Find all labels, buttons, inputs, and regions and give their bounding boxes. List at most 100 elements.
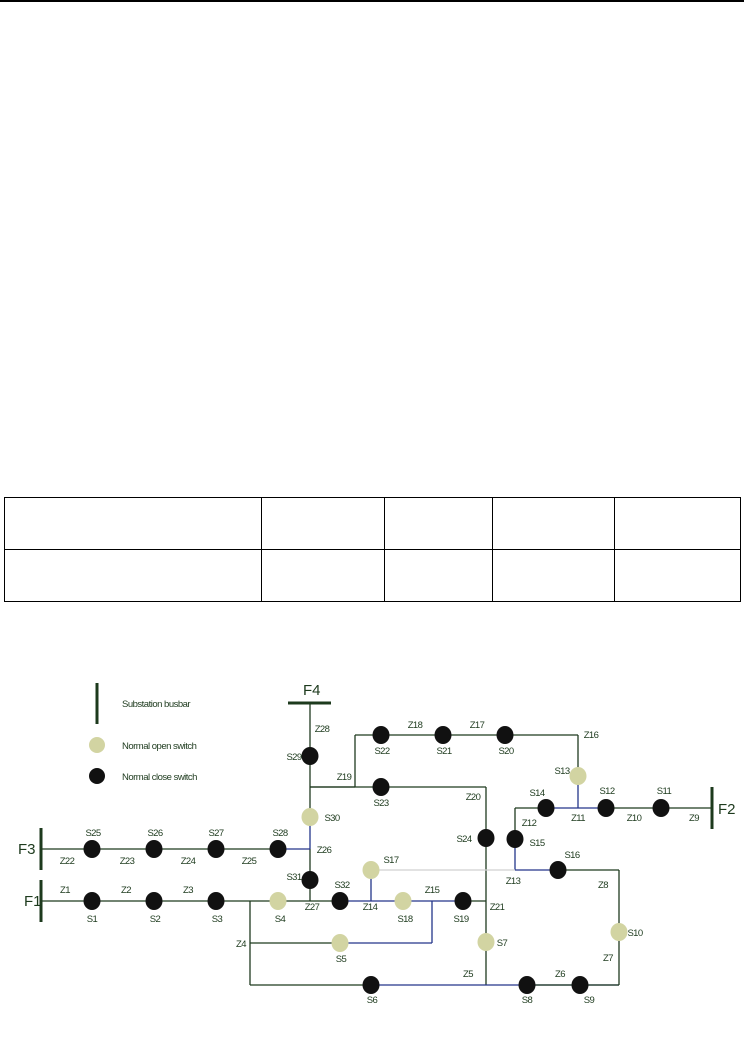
zone-label: Z2 bbox=[121, 885, 131, 896]
open-switch-s4 bbox=[269, 892, 287, 910]
zone-label: Z15 bbox=[425, 885, 440, 896]
open-switch-s30 bbox=[301, 808, 319, 826]
switch-label: S12 bbox=[599, 786, 614, 797]
closed-switch-s11 bbox=[652, 799, 670, 817]
switch-label: S20 bbox=[498, 746, 513, 757]
switch-label: S3 bbox=[212, 914, 223, 925]
open-switch-s17 bbox=[362, 861, 380, 879]
zone-label: Z5 bbox=[463, 969, 473, 980]
switch-label: S30 bbox=[324, 813, 339, 824]
zone-label: Z3 bbox=[183, 885, 193, 896]
closed-switch-s8 bbox=[518, 976, 536, 994]
switch-label: S27 bbox=[208, 828, 223, 839]
switch-label: S23 bbox=[373, 798, 388, 809]
closed-switch-s16 bbox=[549, 861, 567, 879]
zone-label: Z9 bbox=[689, 813, 699, 824]
data-table bbox=[4, 497, 741, 602]
closed-switch-s14 bbox=[537, 799, 555, 817]
closed-switch-s9 bbox=[571, 976, 589, 994]
switch-label: S17 bbox=[383, 855, 398, 866]
legend-open-label: Normal open switch bbox=[122, 741, 197, 752]
switch-label: S2 bbox=[150, 914, 161, 925]
switch-label: S16 bbox=[564, 850, 579, 861]
closed-switch-s32 bbox=[331, 892, 349, 910]
zone-label: Z7 bbox=[603, 953, 613, 964]
open-switch-s5 bbox=[331, 934, 349, 952]
closed-switch-s6 bbox=[362, 976, 380, 994]
open-switch-s7 bbox=[477, 933, 495, 951]
closed-switch-s31 bbox=[301, 871, 319, 889]
busbars bbox=[39, 701, 714, 922]
switch-label: S32 bbox=[334, 880, 349, 891]
zone-label: Z20 bbox=[466, 792, 481, 803]
zone-label: Z6 bbox=[555, 969, 565, 980]
table-cell bbox=[261, 549, 385, 602]
zone-label: Z25 bbox=[242, 856, 257, 867]
switch-label: S13 bbox=[554, 766, 569, 777]
closed-switch-s29 bbox=[301, 747, 319, 765]
zone-label: Z21 bbox=[490, 902, 505, 913]
switch-label: S7 bbox=[497, 938, 508, 949]
feeder-label-f1: F1 bbox=[24, 893, 42, 910]
switch-label: S8 bbox=[522, 995, 533, 1006]
switch-label: S10 bbox=[627, 928, 642, 939]
zone-label: Z1 bbox=[60, 885, 70, 896]
switch-label: S14 bbox=[529, 788, 544, 799]
closed-switch-s15 bbox=[506, 830, 524, 848]
switch-label: S4 bbox=[275, 914, 286, 925]
open-switch-s10 bbox=[610, 923, 628, 941]
closed-switch-s1 bbox=[83, 892, 101, 910]
top-rule bbox=[0, 0, 744, 2]
switch-label: S11 bbox=[657, 786, 672, 797]
legend-open-switch-icon bbox=[89, 737, 105, 753]
table-cell bbox=[492, 549, 615, 602]
legend: Substation busbar Normal open switch Nor… bbox=[89, 683, 198, 784]
switch-label: S5 bbox=[336, 954, 347, 965]
closed-switch-s12 bbox=[597, 799, 615, 817]
switches bbox=[83, 726, 670, 994]
closed-switch-s22 bbox=[372, 726, 390, 744]
zone-label: Z22 bbox=[60, 856, 75, 867]
switch-label: S21 bbox=[436, 746, 451, 757]
zone-label: Z26 bbox=[317, 845, 332, 856]
switch-label: S26 bbox=[147, 828, 162, 839]
zone-label: Z8 bbox=[598, 880, 608, 891]
table-row bbox=[4, 549, 741, 602]
feeder-label-f4: F4 bbox=[303, 682, 321, 699]
switch-label: S22 bbox=[374, 746, 389, 757]
zone-label: Z19 bbox=[337, 772, 352, 783]
closed-switch-s20 bbox=[496, 726, 514, 744]
switch-label: S31 bbox=[286, 872, 301, 883]
switch-label: S25 bbox=[85, 828, 100, 839]
zone-label: Z18 bbox=[408, 720, 423, 731]
legend-closed-label: Normal close switch bbox=[122, 772, 197, 783]
closed-switch-s19 bbox=[454, 892, 472, 910]
switch-label: S6 bbox=[367, 995, 378, 1006]
closed-switch-s27 bbox=[207, 840, 225, 858]
open-switch-s18 bbox=[394, 892, 412, 910]
closed-switch-s23 bbox=[372, 778, 390, 796]
zone-label: Z12 bbox=[522, 818, 537, 829]
closed-switch-s21 bbox=[434, 726, 452, 744]
table-cell bbox=[4, 549, 262, 602]
table-cell bbox=[384, 549, 493, 602]
zone-label: Z27 bbox=[305, 902, 320, 913]
zone-label: Z17 bbox=[470, 720, 485, 731]
closed-switch-s2 bbox=[145, 892, 163, 910]
feeder-label-f3: F3 bbox=[18, 841, 36, 858]
zone-label: Z11 bbox=[571, 813, 585, 824]
zone-label: Z13 bbox=[506, 876, 521, 887]
closed-switch-s28 bbox=[269, 840, 287, 858]
switch-label: S24 bbox=[456, 834, 471, 845]
zone-label: Z16 bbox=[584, 730, 599, 741]
switch-label: S15 bbox=[529, 838, 544, 849]
legend-closed-switch-icon bbox=[89, 768, 105, 784]
table-cell bbox=[614, 549, 741, 602]
switch-label: S29 bbox=[286, 752, 301, 763]
legend-busbar-label: Substation busbar bbox=[122, 699, 190, 710]
zone-label: Z24 bbox=[181, 856, 196, 867]
closed-switch-s26 bbox=[145, 840, 163, 858]
closed-switch-s24 bbox=[477, 829, 495, 847]
